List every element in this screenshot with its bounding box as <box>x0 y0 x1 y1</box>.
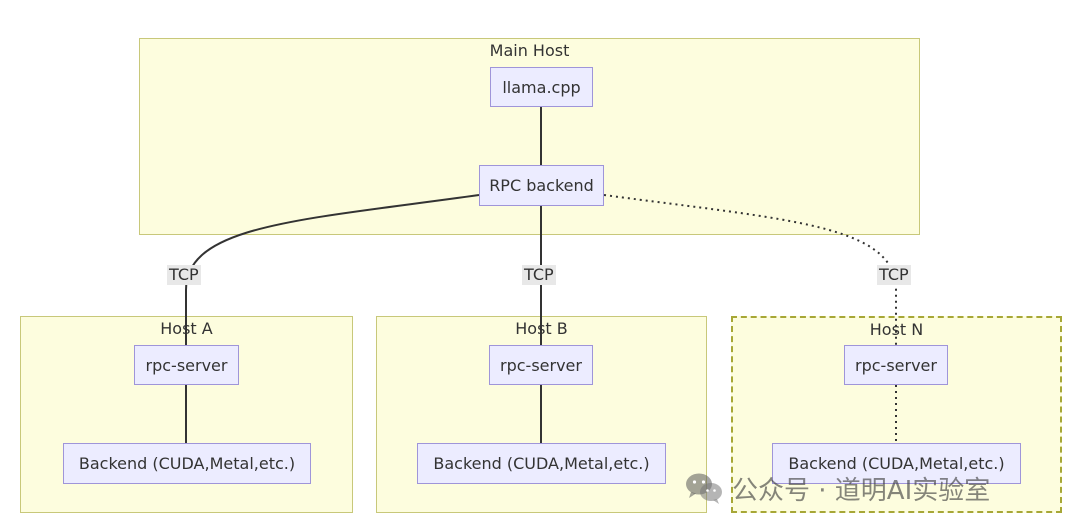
node-rpc-backend: RPC backend <box>479 165 604 206</box>
node-backend-a: Backend (CUDA,Metal,etc.) <box>63 443 311 484</box>
node-rpc-server-n: rpc-server <box>844 345 948 385</box>
node-rpc-server-a: rpc-server <box>134 345 239 385</box>
edge-label-tcp-b: TCP <box>522 265 556 285</box>
edge-label-tcp-n: TCP <box>877 265 911 285</box>
wechat-icon <box>686 473 722 504</box>
node-backend-b: Backend (CUDA,Metal,etc.) <box>417 443 666 484</box>
node-rpc-server-b: rpc-server <box>489 345 593 385</box>
edge-label-tcp-a: TCP <box>167 265 201 285</box>
edge-rpc-backend-host-a <box>185 194 480 345</box>
group-title-host-n: Host N <box>869 320 924 339</box>
node-llama-cpp: llama.cpp <box>490 67 593 107</box>
group-title-main-host: Main Host <box>489 41 570 60</box>
node-backend-n: Backend (CUDA,Metal,etc.) <box>772 443 1021 484</box>
watermark: 公众号 · 道明AI实验室 <box>684 468 990 508</box>
watermark-text: 公众号 · 道明AI实验室 <box>732 475 991 506</box>
edge-rpc-backend-host-n <box>603 194 897 345</box>
